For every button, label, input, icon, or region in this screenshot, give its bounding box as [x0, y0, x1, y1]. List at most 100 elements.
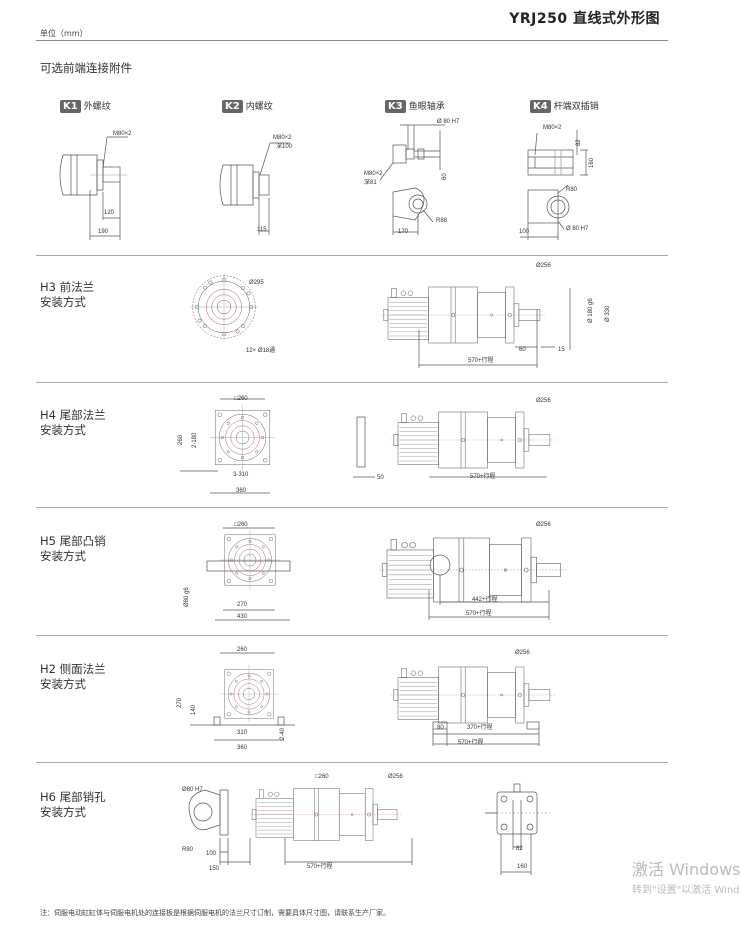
- k1-drawing: [59, 136, 128, 240]
- k4-dim-100: 100: [519, 229, 530, 235]
- h3-front-view: [190, 273, 258, 341]
- k3-badge: K3: [385, 100, 406, 113]
- h6-dim-150: 150: [209, 866, 220, 872]
- h6-d256-dim: Ø256: [388, 774, 403, 780]
- k3-drawing: [379, 124, 445, 235]
- h5-dim-270: 270: [237, 602, 248, 608]
- h2-code: H2: [40, 662, 56, 676]
- h4-dim-360: 360: [236, 488, 247, 494]
- h5-square-dim: □260: [234, 522, 248, 528]
- h2-dim-310: 310: [237, 730, 248, 736]
- h3-code: H3: [40, 280, 56, 294]
- k2-label: 内螺纹: [245, 102, 273, 112]
- h6-length-dim: 570+行程: [307, 864, 333, 870]
- h5-dim-430: 430: [237, 614, 248, 620]
- section-h3-label: H3 前法兰安装方式: [40, 280, 94, 310]
- h2-dim-80: 80: [437, 725, 444, 731]
- section-h2-label: H2 侧面法兰安装方式: [40, 662, 106, 692]
- h5-length1-dim: 442+行程: [472, 597, 498, 603]
- h4-code: H4: [40, 408, 56, 422]
- k1-thread-dim: M80×2: [113, 131, 132, 137]
- k3-bore-dim: Ø 80 H7: [437, 119, 460, 125]
- h4-dim-50: 50: [377, 475, 384, 481]
- k4-badge: K4: [530, 100, 551, 113]
- h2-front-view: [190, 652, 295, 741]
- k2-dim-115: 115: [257, 227, 267, 233]
- h4-dim-3-310: 3-310: [233, 472, 249, 478]
- k1-badge: K1: [60, 100, 81, 113]
- section-h6-label: H6 尾部销孔安装方式: [40, 790, 106, 820]
- h6-sub: 安装方式: [40, 805, 86, 819]
- unit-label: 单位（mm）: [40, 29, 88, 38]
- k3-thread-dim: M80×2: [364, 171, 383, 177]
- h2-dim-140: 140: [191, 704, 197, 715]
- h2-dim-260: 260: [237, 647, 248, 653]
- k4-drawing: [520, 130, 588, 240]
- page-title: YRJ250 直线式外形图: [509, 11, 660, 27]
- k4-label: 杆端双插销: [553, 102, 599, 112]
- h4-dim-2-180: 2-180: [192, 432, 198, 448]
- h6-name: 尾部销孔: [59, 790, 106, 804]
- h5-front-view: [206, 527, 291, 621]
- k3-depth-dim: 深81: [364, 180, 377, 186]
- h2-hole-dim: 2-40: [280, 727, 286, 740]
- h2-dim-360: 360: [237, 745, 248, 751]
- h4-square-dim: □260: [234, 396, 248, 402]
- k3-dim-60: 60: [442, 173, 448, 180]
- k2-badge: K2: [222, 100, 243, 113]
- h3-sub: 安装方式: [40, 295, 86, 309]
- h5-name: 尾部凸销: [59, 534, 106, 548]
- h3-side-view: [380, 286, 571, 368]
- h2-length1-dim: 370+行程: [467, 725, 493, 731]
- k3-dim-170: 170: [398, 229, 409, 235]
- k1-dim-190: 190: [98, 229, 109, 235]
- k4-dim-160: 160: [589, 157, 595, 168]
- k3-label: 鱼眼轴承: [408, 102, 445, 112]
- h2-name: 侧面法兰: [59, 662, 106, 676]
- h4-name: 尾部法兰: [59, 408, 106, 422]
- h4-length-dim: 570+行程: [470, 474, 496, 480]
- h3-dim-15: 15: [558, 347, 565, 353]
- activation-watermark-subtitle: 转到"设置"以激活 Windows。: [632, 885, 740, 896]
- k4-radius-dim: R80: [566, 187, 578, 193]
- k2-drawing: [219, 142, 290, 235]
- h6-bore-dim: Ø80 H7: [182, 787, 203, 793]
- h6-dim-82: 82: [516, 846, 523, 852]
- section-divider: [36, 635, 668, 636]
- h6-code: H6: [40, 790, 56, 804]
- h2-dim-270: 270: [177, 697, 183, 708]
- k4-bore-dim: Ø 80 H7: [566, 226, 589, 232]
- section-divider: [36, 255, 668, 256]
- k2-depth-dim: 深100: [276, 144, 293, 150]
- k4-dim-82: 82: [576, 139, 582, 146]
- h3-d330-dim: Ø 330: [605, 305, 611, 322]
- h2-side-view: [390, 666, 556, 746]
- h5-sub: 安装方式: [40, 549, 86, 563]
- h2-length-dim: 570+行程: [458, 740, 484, 746]
- h5-side-view: [378, 537, 568, 620]
- h4-dim-260: 260: [178, 434, 184, 445]
- accessories-title: 可选前端连接附件: [40, 61, 132, 75]
- h6-dim-160: 160: [517, 864, 528, 870]
- h4-front-view: [180, 398, 275, 494]
- h3-length-dim: 570+行程: [468, 358, 494, 364]
- h2-d256-dim: Ø256: [515, 650, 530, 656]
- k2-thread-dim: M80×2: [273, 135, 292, 141]
- h4-side-view: [353, 411, 556, 478]
- k3-radius-dim: R88: [436, 218, 448, 224]
- h5-length-dim: 570+行程: [466, 611, 492, 617]
- h3-name: 前法兰: [59, 280, 95, 294]
- section-divider: [36, 382, 668, 383]
- section-h4-label: H4 尾部法兰安装方式: [40, 408, 106, 438]
- h5-code: H5: [40, 534, 56, 548]
- k1-label: 外螺纹: [83, 102, 111, 112]
- activation-watermark-title: 激活 Windows: [632, 860, 740, 879]
- section-divider: [36, 762, 668, 763]
- h3-dim-60: 60: [519, 347, 526, 353]
- h6-square-dim: □260: [315, 774, 329, 780]
- k1-dim-120: 120: [104, 210, 115, 216]
- section-divider: [36, 507, 668, 508]
- h5-pin-dim: Ø80 g6: [184, 587, 190, 607]
